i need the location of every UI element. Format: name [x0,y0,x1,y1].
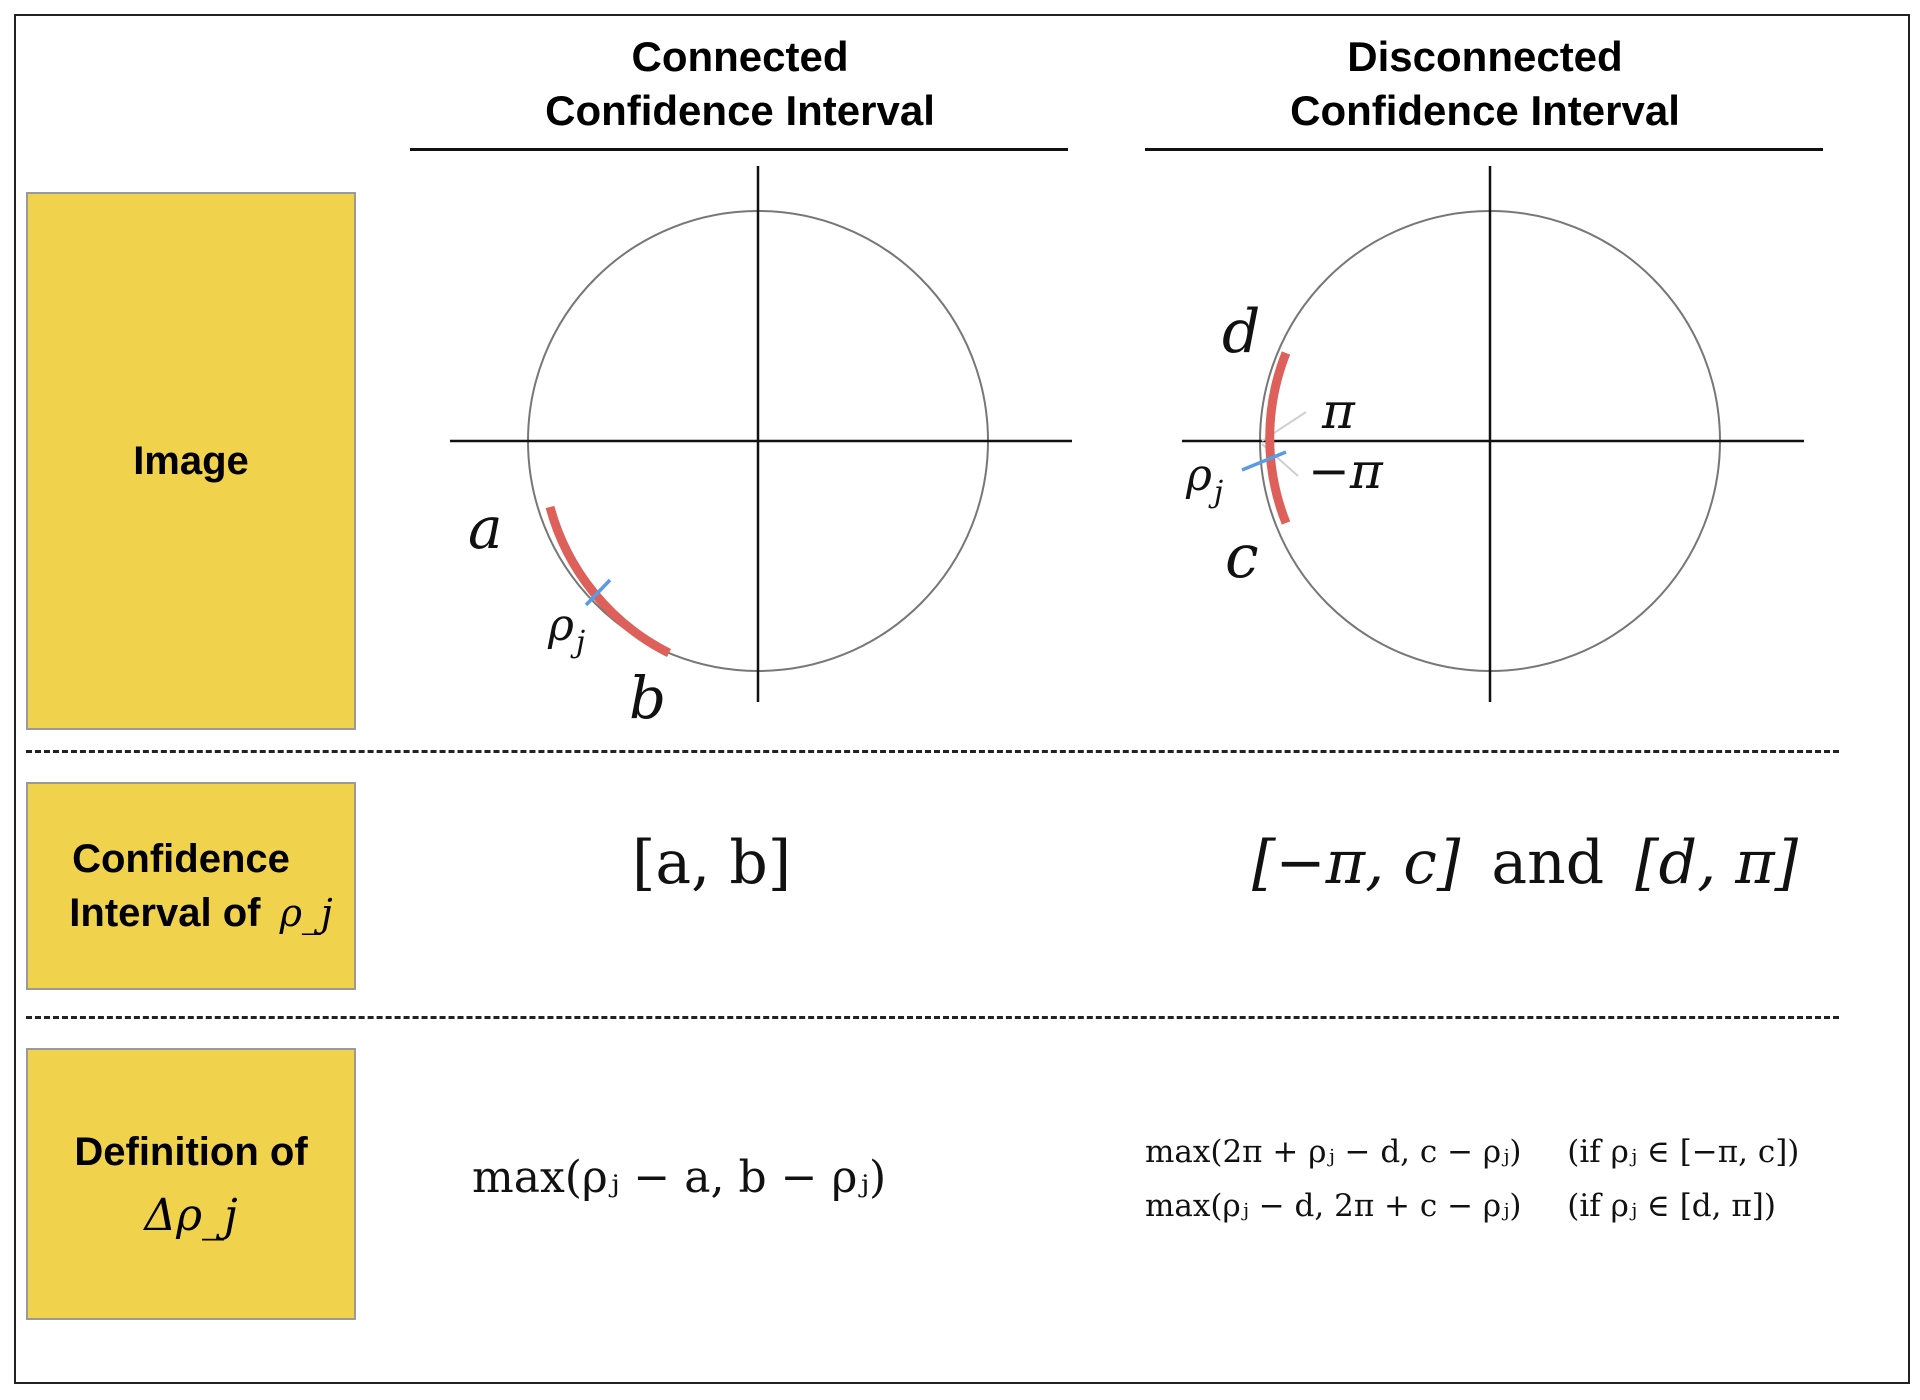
interval-disconnected-left: [−π, c] [1252,828,1461,898]
confidence-arc-disconnected [1265,351,1291,525]
row-label-interval-symbol: ρ_j [279,891,333,935]
column-header-connected-line1: Connected [631,33,849,80]
interval-connected: [a, b] [632,828,792,898]
row-label-interval: Confidence Interval of ρ_j [26,782,356,990]
row-separator-2 [26,1016,1839,1019]
definition-disconnected-case1-expr: max(2π + ρⱼ − d, c − ρⱼ) [1145,1134,1522,1170]
row-label-definition-line1: Definition of [74,1130,308,1174]
rho-marker-disconnected [1241,450,1287,472]
interval-disconnected-and: and [1491,828,1605,898]
label-d: d [1222,297,1260,367]
column-header-connected-line2: Confidence Interval [545,87,935,134]
definition-disconnected-case1: max(2π + ρⱼ − d, c − ρⱼ) (if ρⱼ ∈ [−π, c… [1145,1134,1799,1170]
label-rho-disconnected-base: ρ [1185,450,1212,501]
row-label-definition-symbol: Δρ_j [144,1190,238,1241]
column-header-connected-rule [410,148,1068,151]
label-b: b [629,664,666,732]
diagram-connected: a b ρj [450,166,1072,732]
column-header-disconnected-rule [1145,148,1823,151]
row-separator-1 [26,750,1839,753]
definition-disconnected-case2: max(ρⱼ − d, 2π + c − ρⱼ) (if ρⱼ ∈ [d, π]… [1145,1188,1776,1224]
column-header-disconnected-line1: Disconnected [1347,33,1623,80]
label-pi: π [1321,382,1356,440]
definition-disconnected-case2-cond: (if ρⱼ ∈ [d, π]) [1567,1188,1776,1224]
row-label-interval-line2: Interval of ρ_j [29,886,332,940]
interval-disconnected-right: [d, π] [1635,828,1799,898]
definition-connected: max(ρⱼ − a, b − ρⱼ) [472,1152,887,1203]
confidence-arc-connected [545,505,672,658]
column-header-disconnected: Disconnected Confidence Interval [1145,30,1825,138]
label-rho-connected-base: ρ [547,600,574,651]
label-c: c [1225,522,1259,592]
row-label-interval-line1: Confidence [72,837,290,881]
label-a: a [468,494,503,562]
column-header-disconnected-line2: Confidence Interval [1290,87,1680,134]
definition-disconnected-case1-cond: (if ρⱼ ∈ [−π, c]) [1567,1134,1800,1170]
diagram-disconnected: d c π −π ρj [1182,166,1804,702]
column-header-connected: Connected Confidence Interval [410,30,1070,138]
label-rho-disconnected: ρj [1185,450,1223,510]
label-rho-connected: ρj [547,600,585,660]
rho-marker-connected [584,578,612,607]
row-label-definition: Definition of Δρ_j [26,1048,356,1320]
row-label-image-text: Image [133,439,249,483]
row-label-interval-line2-text: Interval of [69,891,261,935]
definition-disconnected-case2-expr: max(ρⱼ − d, 2π + c − ρⱼ) [1145,1188,1522,1224]
interval-disconnected: [−π, c] and [d, π] [1252,828,1798,898]
row-label-image: Image [26,192,356,730]
label-neg-pi: −π [1308,442,1384,500]
